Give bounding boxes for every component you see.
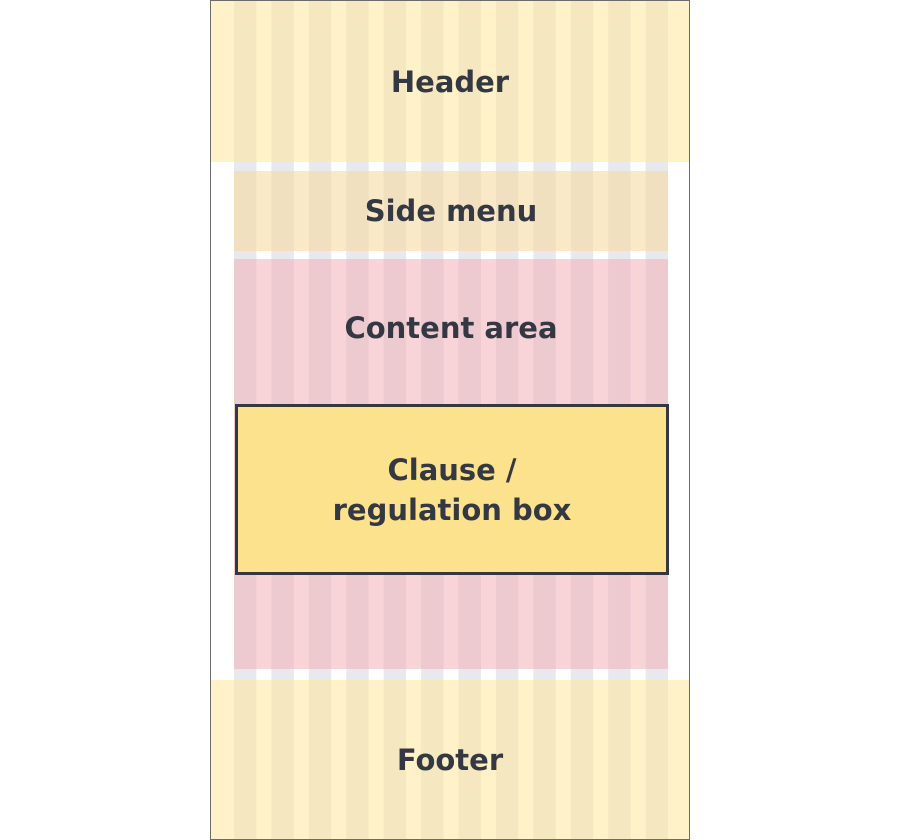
side-menu-region: Side menu [234, 171, 668, 251]
side-menu-label: Side menu [364, 194, 538, 228]
clause-box-label-line2: regulation box [332, 492, 572, 527]
footer-label: Footer [396, 742, 504, 777]
layout-frame: Header Side menu Content area Clause / r… [210, 0, 690, 840]
clause-box-label-line1: Clause / [387, 452, 517, 487]
footer-region: Footer [211, 680, 689, 839]
content-area-label: Content area [344, 311, 558, 345]
clause-regulation-box: Clause / regulation box [235, 404, 669, 575]
header-region: Header [211, 1, 689, 162]
header-label: Header [390, 64, 510, 99]
